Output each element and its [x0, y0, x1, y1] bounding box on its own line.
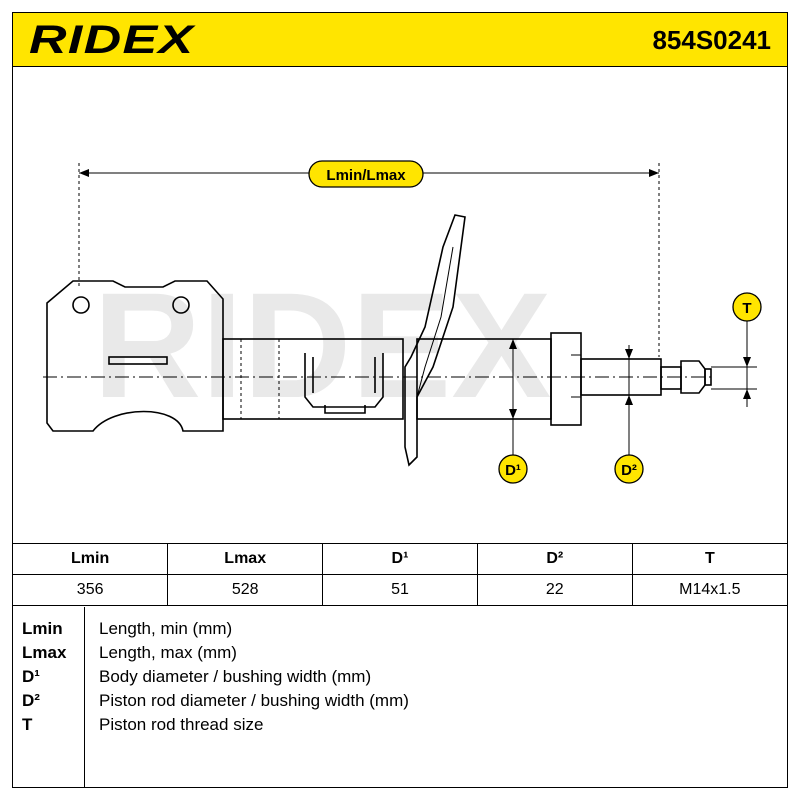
body-tube — [222, 338, 404, 420]
table-header-row: Lmin Lmax D¹ D² T — [13, 543, 787, 575]
legend-key: D¹ — [22, 667, 40, 686]
column-header: Lmin — [13, 543, 169, 575]
legend-key: Lmin — [22, 619, 63, 638]
arrow-right-icon — [649, 169, 659, 177]
spring-seat — [404, 214, 466, 467]
legend-description: Length, max (mm) — [99, 643, 237, 662]
body-diameter-label: D¹ — [505, 462, 521, 479]
arrow-down-icon — [743, 357, 751, 367]
thread-tip — [704, 368, 712, 386]
spec-sheet: RIDEX 854S0241 RIDEX Lmin/Lmax — [12, 12, 788, 788]
legend: Lmin Length, min (mm) Lmax Length, max (… — [13, 607, 787, 787]
body-diameter-tag — [498, 454, 528, 484]
legend-divider — [84, 607, 86, 787]
mounting-bracket — [46, 280, 224, 432]
arrow-up-icon — [509, 339, 517, 349]
legend-description: Length, min (mm) — [99, 619, 233, 638]
legend-item: Lmax Length, max (mm) — [13, 641, 787, 665]
table-cell: 528 — [167, 574, 324, 606]
table-row: 356 528 51 22 M14x1.5 — [13, 574, 787, 606]
rod-diameter-label: D² — [621, 462, 637, 479]
arrow-up-icon — [743, 389, 751, 399]
table-cell: 51 — [322, 574, 478, 606]
length-label: Lmin/Lmax — [326, 167, 406, 184]
legend-key: D² — [22, 691, 40, 710]
table-cell: 356 — [13, 574, 169, 606]
thread-label: T — [742, 300, 751, 317]
brand-logo: RIDEX — [29, 18, 195, 62]
arrow-down-icon — [625, 349, 633, 359]
shock-absorber-drawing: RIDEX Lmin/Lmax — [43, 160, 762, 484]
length-tag — [308, 160, 424, 188]
legend-item: D¹ Body diameter / bushing width (mm) — [13, 665, 787, 689]
rod-end — [660, 366, 682, 390]
spec-table: Lmin Lmax D¹ D² T 356 528 51 22 M14x1.5 — [13, 543, 787, 606]
column-header: D² — [476, 543, 633, 575]
legend-description: Body diameter / bushing width (mm) — [99, 667, 372, 686]
legend-item: Lmin Length, min (mm) — [13, 617, 787, 641]
column-header: T — [631, 543, 787, 575]
table-cell: 22 — [476, 574, 633, 606]
arrow-left-icon — [79, 169, 89, 177]
legend-item: T Piston rod thread size — [13, 713, 787, 737]
table-cell: M14x1.5 — [631, 574, 787, 606]
arrow-down-icon — [509, 409, 517, 419]
arrow-up-icon — [625, 395, 633, 405]
column-header: Lmax — [167, 543, 324, 575]
legend-key: T — [22, 715, 33, 734]
thread-tag — [732, 292, 762, 322]
part-number: 854S0241 — [652, 25, 771, 55]
bracket-hole-left — [72, 296, 90, 314]
rod-guide — [550, 332, 582, 426]
bracket-clamp — [108, 356, 168, 365]
legend-key: Lmax — [22, 643, 67, 662]
column-header: D¹ — [322, 543, 478, 575]
hose-bracket — [304, 353, 384, 414]
header-bar: RIDEX 854S0241 — [13, 13, 787, 67]
watermark: RIDEX — [93, 261, 551, 429]
bracket-hole-right — [172, 296, 190, 314]
spring-seat-edge — [416, 246, 454, 398]
rod-diameter-tag — [614, 454, 644, 484]
legend-item: D² Piston rod diameter / bushing width (… — [13, 689, 787, 713]
legend-description: Piston rod thread size — [99, 715, 264, 734]
legend-description: Piston rod diameter / bushing width (mm) — [99, 691, 409, 710]
